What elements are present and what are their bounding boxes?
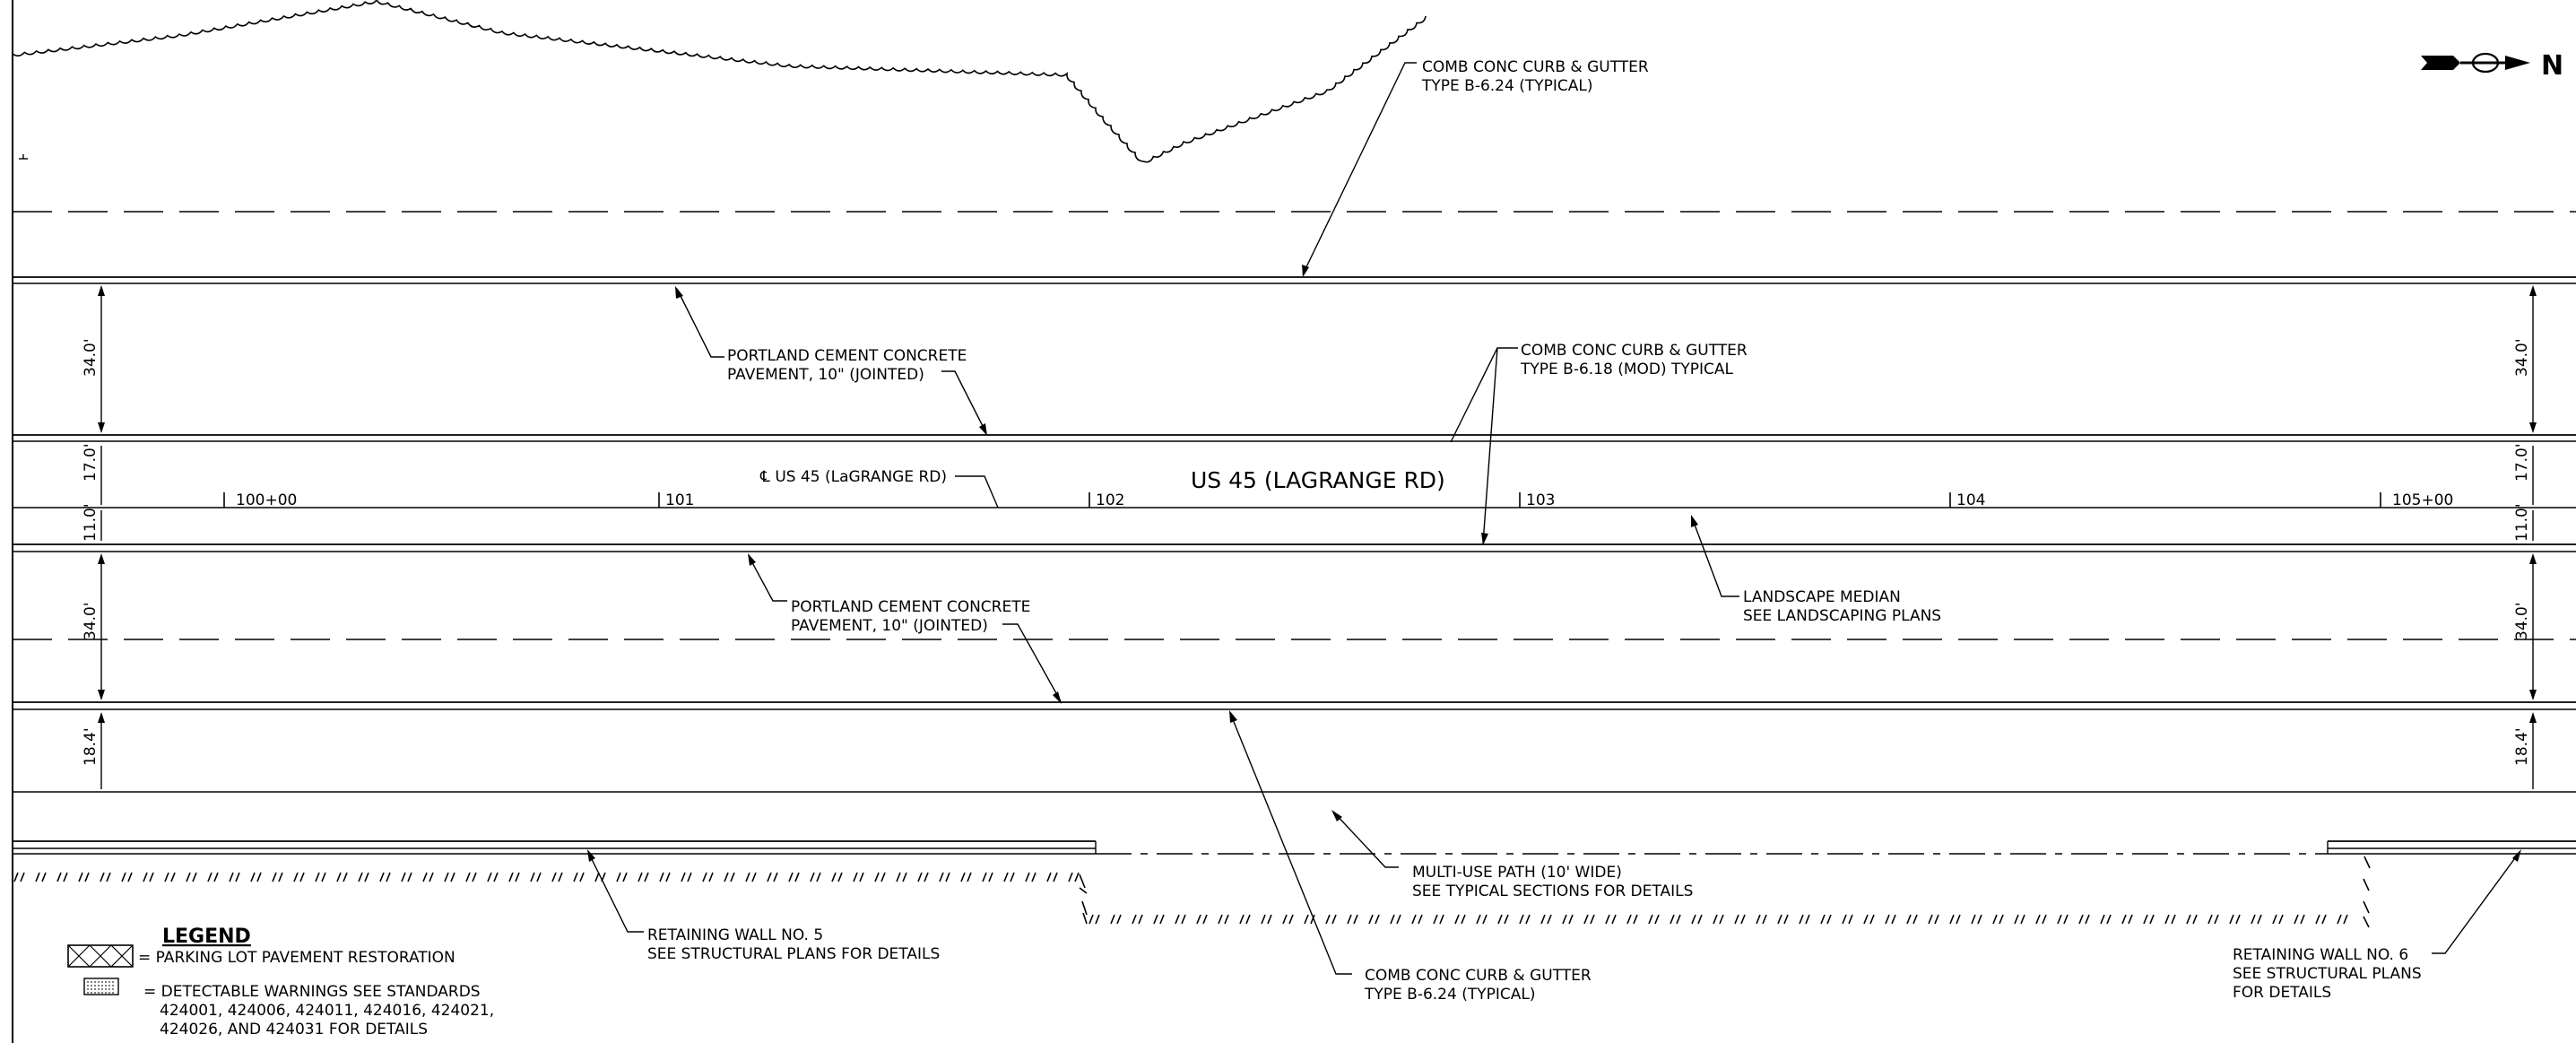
detectable-warning-symbol: [83, 978, 119, 995]
callout-curb-median: COMB CONC CURB & GUTTER: [1521, 342, 1748, 360]
station-label: 104: [1956, 491, 1985, 509]
callout-landscape: LANDSCAPE MEDIAN: [1743, 588, 1901, 606]
dim-median-south-right: 11.0': [2513, 503, 2531, 542]
pavement-edges: [13, 276, 2576, 793]
callout-curb-top-type: TYPE B-6.24 (TYPICAL): [1421, 77, 1593, 95]
station-ticks: [223, 492, 2381, 508]
multi-use-path: [13, 840, 2576, 855]
legend: LEGEND = PARKING LOT PAVEMENT RESTORATIO…: [67, 926, 494, 1039]
dim-median-south: 11.0': [82, 503, 100, 542]
callout-pcc-top-detail: PAVEMENT, 10" (JOINTED): [727, 366, 924, 384]
legend-title: LEGEND: [162, 926, 251, 948]
callout-pcc-top: PORTLAND CEMENT CONCRETE: [727, 347, 967, 365]
dim-lane-south-right: 34.0': [2513, 602, 2531, 640]
dim-path-strip: 18.4': [82, 727, 100, 766]
parking-lot-restoration-symbol: [67, 944, 134, 968]
callout-wall5-detail: SEE STRUCTURAL PLANS FOR DETAILS: [647, 945, 940, 963]
north-arrow-letter: N: [2541, 50, 2563, 82]
retaining-wall-mid: [1089, 914, 2348, 925]
legend-item-detectable-2: 424001, 424006, 424011, 424016, 424021,: [160, 1002, 494, 1020]
station-label: 102: [1096, 491, 1124, 509]
dimension-lines-right: [2529, 285, 2537, 789]
north-arrow: N: [2421, 50, 2563, 82]
dim-median-north: 17.0': [82, 443, 100, 482]
legend-item-parking: = PARKING LOT PAVEMENT RESTORATION: [138, 949, 455, 967]
retaining-wall-5: [13, 872, 1080, 882]
legend-item-detectable-3: 424026, AND 424031 FOR DETAILS: [160, 1021, 428, 1039]
station-label: 101: [665, 491, 694, 509]
callout-curb-bottom-type: TYPE B-6.24 (TYPICAL): [1364, 986, 1536, 1004]
station-label: 105+00: [2392, 491, 2453, 509]
dimension-lines-left: [98, 285, 105, 789]
callout-curb-median-type: TYPE B-6.18 (MOD) TYPICAL: [1520, 361, 1734, 378]
callout-wall6-detail-2: FOR DETAILS: [2233, 984, 2331, 1002]
callout-pcc-bottom-detail: PAVEMENT, 10" (JOINTED): [791, 617, 988, 635]
callout-wall6-detail: SEE STRUCTURAL PLANS: [2233, 965, 2422, 983]
legend-item-detectable: = DETECTABLE WARNINGS SEE STANDARDS: [143, 983, 481, 1001]
callout-wall5: RETAINING WALL NO. 5: [647, 926, 823, 944]
callout-path-detail: SEE TYPICAL SECTIONS FOR DETAILS: [1412, 882, 1693, 900]
dim-median-north-right: 17.0': [2513, 443, 2531, 482]
callout-curb-top: COMB CONC CURB & GUTTER: [1422, 58, 1649, 76]
wall-corners: [1079, 856, 2371, 928]
station-label: 100+00: [236, 491, 297, 509]
callout-landscape-detail: SEE LANDSCAPING PLANS: [1743, 607, 1941, 625]
callout-curb-bottom: COMB CONC CURB & GUTTER: [1365, 967, 1592, 985]
dim-lane-north-right: 34.0': [2513, 338, 2531, 377]
dim-lane-north: 34.0': [82, 338, 100, 377]
callout-path: MULTI-USE PATH (10' WIDE): [1412, 864, 1622, 882]
tree-line: [12, 0, 1427, 163]
station-label: 103: [1526, 491, 1555, 509]
callout-pcc-bottom: PORTLAND CEMENT CONCRETE: [791, 598, 1030, 616]
survey-mark: [19, 154, 28, 160]
leader-lines: [587, 62, 2521, 975]
dim-path-strip-right: 18.4': [2513, 727, 2531, 766]
dim-lane-south: 34.0': [82, 602, 100, 640]
callout-wall6: RETAINING WALL NO. 6: [2233, 946, 2408, 964]
centerline-label: ℄ US 45 (LaGRANGE RD): [759, 468, 947, 486]
road-title: US 45 (LAGRANGE RD): [1191, 467, 1445, 493]
